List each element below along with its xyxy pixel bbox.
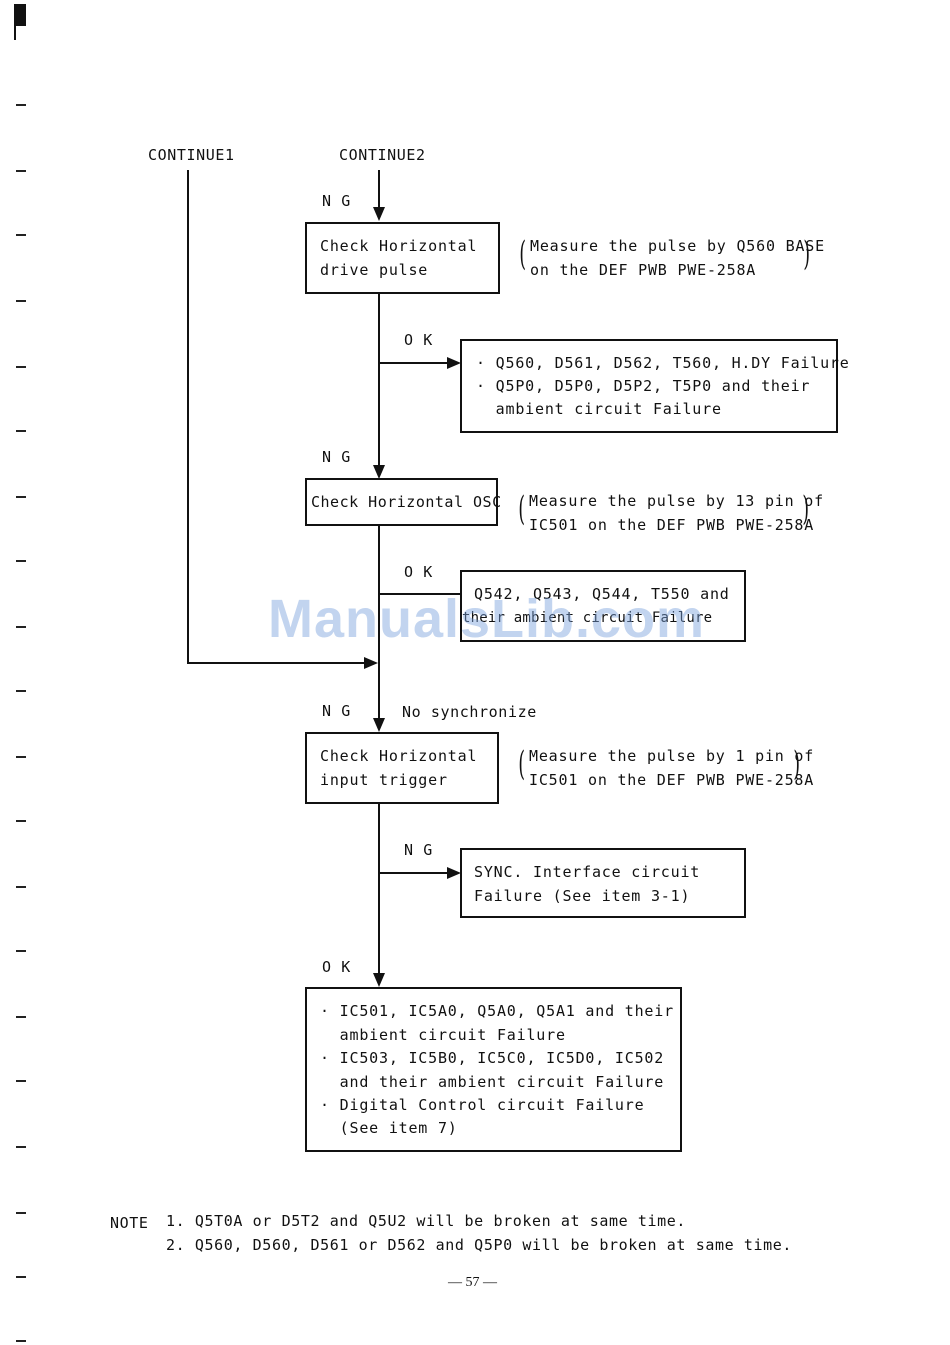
check-drive-pulse-line2: drive pulse [320, 261, 429, 279]
margin-tick [16, 1016, 26, 1018]
failure-4-line6: (See item 7) [320, 1119, 458, 1137]
arrow-to-final-box [373, 973, 385, 987]
failure-1-line1: · Q560, D561, D562, T560, H.DY Failure [476, 354, 850, 372]
margin-tick [16, 886, 26, 888]
ng-branch-line [378, 872, 448, 874]
margin-tick [16, 496, 26, 498]
measure-note-1-line2: on the DEF PWB PWE-258A [530, 261, 757, 279]
margin-tick [16, 1276, 26, 1278]
failure-3-line1: SYNC. Interface circuit [474, 863, 701, 881]
margin-tick [16, 1212, 26, 1214]
failure-box-3 [460, 848, 746, 918]
ok-branch-line-1 [378, 362, 448, 364]
measure-note-2-line1: Measure the pulse by 13 pin of [529, 492, 824, 510]
ok-arrow-1 [447, 357, 461, 369]
note1-open-paren: ( [519, 234, 526, 274]
note-1: 1. Q5T0A or D5T2 and Q5U2 will be broken… [166, 1212, 687, 1230]
margin-tick [16, 820, 26, 822]
failure-3-line2: Failure (See item 3-1) [474, 887, 691, 905]
margin-tick [16, 1080, 26, 1082]
check-input-trigger-line1: Check Horizontal [320, 747, 478, 765]
measure-note-3-line2: IC501 on the DEF PWB PWE-258A [529, 771, 815, 789]
failure-box-1 [460, 339, 838, 433]
watermark: ManualsLib.com [268, 589, 706, 649]
failure-box-2 [460, 570, 746, 642]
check-drive-pulse-line1: Check Horizontal [320, 237, 478, 255]
margin-tick [16, 300, 26, 302]
check-drive-pulse-box [305, 222, 500, 294]
failure-4-line2: ambient circuit Failure [320, 1026, 566, 1044]
spine-segment-3 [378, 804, 380, 974]
check-input-trigger-line2: input trigger [320, 771, 448, 789]
note-2: 2. Q560, D560, D561 or D562 and Q5P0 wil… [166, 1236, 792, 1254]
check-osc-label: Check Horizontal OSC [311, 493, 502, 511]
ok-label-1: O K [404, 331, 433, 349]
note1-close-paren: ) [803, 234, 810, 274]
failure-box-4 [305, 987, 682, 1152]
margin-tick [16, 1340, 26, 1342]
note-label: NOTE [110, 1214, 149, 1232]
continue2-line [378, 170, 380, 208]
margin-tick [16, 626, 26, 628]
continue1-line [187, 170, 189, 664]
ng-arrow [447, 867, 461, 879]
check-input-trigger-box [305, 732, 499, 804]
ng-label-3: N G [322, 702, 351, 720]
note3-open-paren: ( [518, 744, 525, 784]
spine-segment-2 [378, 526, 380, 720]
failure-4-line4: and their ambient circuit Failure [320, 1073, 665, 1091]
margin-tick [16, 430, 26, 432]
margin-tick [16, 560, 26, 562]
margin-tick [16, 170, 26, 172]
check-osc-box [305, 478, 498, 526]
margin-tick [16, 234, 26, 236]
continue1-label: CONTINUE1 [148, 146, 235, 164]
continue1-arrow [364, 657, 378, 669]
arrow-to-osc [373, 465, 385, 479]
measure-note-2-line2: IC501 on the DEF PWB PWE-258A [529, 516, 815, 534]
no-synchronize-label: No synchronize [402, 703, 537, 721]
margin-tick [16, 366, 26, 368]
margin-tick [16, 690, 26, 692]
failure-2-line1: Q542, Q543, Q544, T550 and [474, 585, 730, 603]
ok-label-4: O K [322, 958, 351, 976]
margin-tick [16, 950, 26, 952]
failure-1-line2: · Q5P0, D5P0, D5P2, T5P0 and their [476, 377, 811, 395]
failure-4-line3: · IC503, IC5B0, IC5C0, IC5D0, IC502 [320, 1049, 665, 1067]
ok-label-2: O K [404, 563, 433, 581]
failure-4-line1: · IC501, IC5A0, Q5A0, Q5A1 and their [320, 1002, 674, 1020]
note2-close-paren: ) [802, 489, 809, 529]
margin-tick [16, 104, 26, 106]
failure-2-line2: their ambient circuit Failure [462, 610, 713, 626]
margin-tick [16, 1146, 26, 1148]
ng-label-2: N G [322, 448, 351, 466]
continue1-join-line [187, 662, 365, 664]
ng-label-1: N G [322, 192, 351, 210]
ng-label-4: N G [404, 841, 433, 859]
measure-note-1-line1: Measure the pulse by Q560 BASE [530, 237, 825, 255]
failure-1-line3: ambient circuit Failure [476, 400, 722, 418]
note3-close-paren: ) [793, 744, 800, 784]
binder-mark-top-line [14, 24, 16, 40]
arrow-to-drive-pulse [373, 207, 385, 221]
note2-open-paren: ( [518, 489, 525, 529]
spine-segment-1 [378, 294, 380, 466]
failure-4-line5: · Digital Control circuit Failure [320, 1096, 645, 1114]
arrow-to-input-trigger [373, 718, 385, 732]
ok-branch-line-2 [378, 593, 460, 595]
margin-tick [16, 756, 26, 758]
continue2-label: CONTINUE2 [339, 146, 426, 164]
page-number: — 57 — [448, 1275, 497, 1290]
binder-mark-top [14, 4, 26, 26]
measure-note-3-line1: Measure the pulse by 1 pin of [529, 747, 815, 765]
